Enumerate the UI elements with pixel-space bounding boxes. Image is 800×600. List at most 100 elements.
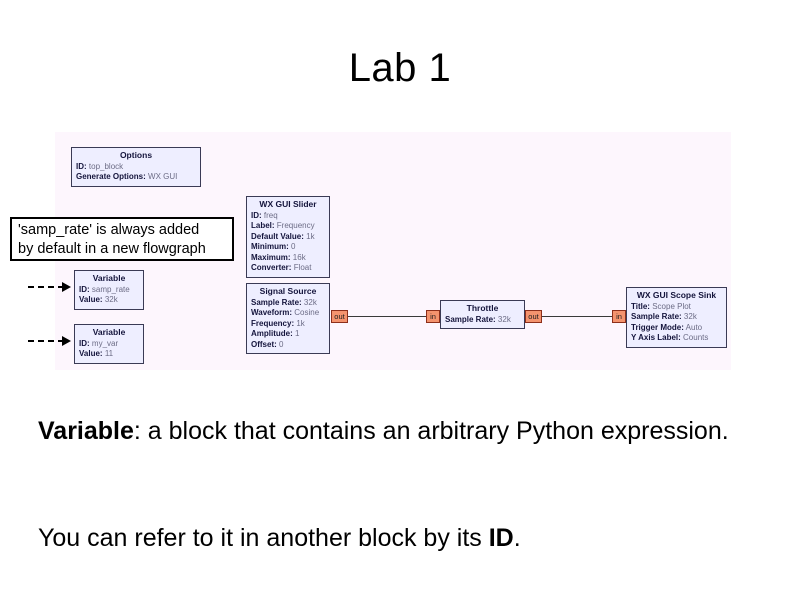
paragraph-refer-before: You can refer to it in another block by … (38, 524, 489, 552)
callout-box: 'samp_rate' is always added by default i… (10, 217, 234, 261)
block-options-value-id: top_block (88, 161, 124, 171)
block-wx-gui-scope-sink-value-y-axis-label: Counts (683, 333, 709, 342)
block-wx-gui-scope-sink[interactable]: WX GUI Scope Sink Title: Scope Plot Samp… (626, 287, 727, 348)
block-wx-gui-slider-row-label: Label: Frequency (251, 221, 325, 232)
block-signal-source-key-amplitude: Amplitude: (251, 329, 293, 338)
block-wx-gui-scope-sink-row-y-axis-label: Y Axis Label: Counts (631, 333, 722, 344)
block-wx-gui-scope-sink-value-title: Scope Plot (652, 301, 691, 311)
block-wx-gui-slider-key-minimum: Minimum: (251, 242, 289, 251)
block-wx-gui-slider-value-minimum: 0 (291, 242, 296, 251)
port-signal-source-out[interactable]: out (331, 310, 348, 323)
paragraph-refer-after: . (513, 524, 521, 552)
block-options-key-id: ID: (76, 161, 87, 171)
block-signal-source-key-offset: Offset: (251, 339, 277, 349)
block-wx-gui-slider-row-minimum: Minimum: 0 (251, 242, 325, 253)
block-wx-gui-scope-sink-value-trigger-mode: Auto (685, 322, 703, 332)
block-variable-samp-rate-key-id: ID: (79, 284, 90, 294)
block-wx-gui-scope-sink-row-trigger-mode: Trigger Mode: Auto (631, 323, 722, 334)
block-wx-gui-slider-key-converter: Converter: (251, 263, 292, 272)
block-variable-samp-rate-key-value: Value: (79, 295, 103, 304)
block-wx-gui-slider-key-default: Default Value: (251, 231, 304, 241)
block-wx-gui-scope-sink-row-title: Title: Scope Plot (631, 302, 722, 313)
block-throttle-key-sample-rate: Sample Rate: (445, 314, 496, 324)
block-wx-gui-slider-value-id: freq (263, 210, 278, 220)
annotation-arrow-samp-rate (62, 282, 71, 292)
block-throttle[interactable]: Throttle Sample Rate: 32k (440, 300, 525, 329)
block-wx-gui-scope-sink-key-trigger-mode: Trigger Mode: (631, 322, 684, 332)
block-variable-samp-rate-row-id: ID: samp_rate (79, 285, 139, 296)
block-throttle-title: Throttle (466, 303, 499, 313)
block-wx-gui-slider-key-id: ID: (251, 210, 262, 220)
block-signal-source-row-frequency: Frequency: 1k (251, 319, 325, 330)
block-options-row-generate: Generate Options: WX GUI (76, 172, 196, 183)
block-signal-source-value-waveform: Cosine (294, 308, 320, 317)
wire-signal-source-to-throttle (348, 316, 473, 317)
block-throttle-row-sample-rate: Sample Rate: 32k (445, 315, 520, 326)
block-options-title: Options (119, 150, 153, 160)
paragraph-variable-definition: Variable: a block that contains an arbit… (38, 416, 768, 447)
port-throttle-in[interactable]: in (426, 310, 440, 323)
block-variable-my-var-row-value: Value: 11 (79, 349, 139, 360)
block-variable-my-var[interactable]: Variable ID: my_var Value: 11 (74, 324, 144, 364)
block-wx-gui-slider-value-converter: Float (293, 263, 312, 272)
block-variable-samp-rate-row-value: Value: 32k (79, 295, 139, 306)
callout-line-1: 'samp_rate' is always added (18, 222, 200, 238)
block-throttle-value-sample-rate: 32k (497, 314, 511, 324)
callout-line-2: by default in a new flowgraph (18, 241, 206, 257)
page-title: Lab 1 (348, 46, 452, 90)
block-wx-gui-slider-row-id: ID: freq (251, 211, 325, 222)
block-wx-gui-slider-value-label: Frequency (276, 221, 315, 230)
port-scope-sink-in[interactable]: in (612, 310, 626, 323)
block-signal-source-key-waveform: Waveform: (251, 308, 293, 317)
block-wx-gui-slider-key-maximum: Maximum: (251, 252, 291, 262)
block-variable-my-var-row-id: ID: my_var (79, 339, 139, 350)
wire-throttle-to-scope-sink (542, 316, 667, 317)
block-wx-gui-scope-sink-value-sample-rate: 32k (683, 312, 697, 321)
annotation-arrow-my-var (62, 336, 71, 346)
block-wx-gui-scope-sink-key-y-axis-label: Y Axis Label: (631, 333, 681, 342)
block-signal-source-key-sample-rate: Sample Rate: (251, 297, 302, 307)
block-signal-source-key-frequency: Frequency: (251, 318, 295, 328)
block-signal-source-row-sample-rate: Sample Rate: 32k (251, 298, 325, 309)
block-signal-source-title: Signal Source (259, 286, 317, 296)
block-variable-samp-rate-title: Variable (92, 273, 126, 283)
block-variable-samp-rate[interactable]: Variable ID: samp_rate Value: 32k (74, 270, 144, 310)
paragraph-variable-rest: : a block that contains an arbitrary Pyt… (133, 417, 729, 445)
block-variable-samp-rate-value-value: 32k (104, 295, 118, 304)
block-variable-my-var-key-value: Value: (79, 349, 103, 358)
block-wx-gui-scope-sink-key-sample-rate: Sample Rate: (631, 312, 682, 321)
block-wx-gui-slider-title: WX GUI Slider (259, 199, 317, 209)
flowgraph-canvas[interactable]: Options ID: top_block Generate Options: … (55, 132, 731, 370)
block-variable-my-var-value-id: my_var (91, 338, 119, 348)
block-signal-source-value-sample-rate: 32k (303, 297, 317, 307)
paragraph-refer-by-id: You can refer to it in another block by … (38, 523, 768, 554)
block-variable-my-var-key-id: ID: (79, 338, 90, 348)
block-wx-gui-slider-value-default: 1k (306, 231, 315, 241)
block-options-row-id: ID: top_block (76, 162, 196, 173)
block-wx-gui-scope-sink-row-sample-rate: Sample Rate: 32k (631, 312, 722, 323)
port-throttle-out[interactable]: out (525, 310, 542, 323)
block-options-value-generate: WX GUI (148, 172, 178, 181)
block-wx-gui-slider-key-label: Label: (251, 221, 275, 230)
block-wx-gui-slider-value-maximum: 16k (292, 252, 306, 262)
block-signal-source-value-amplitude: 1 (295, 329, 300, 338)
block-signal-source-value-frequency: 1k (296, 318, 305, 328)
block-wx-gui-slider[interactable]: WX GUI Slider ID: freq Label: Frequency … (246, 196, 330, 278)
block-options-key-generate: Generate Options: (76, 172, 146, 181)
block-options[interactable]: Options ID: top_block Generate Options: … (71, 147, 201, 187)
paragraph-variable-bold: Variable (38, 417, 134, 445)
block-variable-samp-rate-value-id: samp_rate (91, 284, 130, 294)
paragraph-refer-bold-id: ID (488, 524, 514, 552)
block-wx-gui-slider-row-converter: Converter: Float (251, 263, 325, 274)
annotation-wire-my-var (28, 340, 64, 342)
block-signal-source[interactable]: Signal Source Sample Rate: 32k Waveform:… (246, 283, 330, 354)
block-wx-gui-scope-sink-key-title: Title: (631, 301, 650, 311)
block-wx-gui-slider-row-maximum: Maximum: 16k (251, 253, 325, 264)
block-wx-gui-scope-sink-title: WX GUI Scope Sink (636, 290, 717, 300)
block-signal-source-row-offset: Offset: 0 (251, 340, 325, 351)
block-wx-gui-slider-row-default: Default Value: 1k (251, 232, 325, 243)
block-signal-source-row-amplitude: Amplitude: 1 (251, 329, 325, 340)
block-variable-my-var-title: Variable (92, 327, 126, 337)
block-signal-source-row-waveform: Waveform: Cosine (251, 308, 325, 319)
block-signal-source-value-offset: 0 (279, 339, 284, 349)
